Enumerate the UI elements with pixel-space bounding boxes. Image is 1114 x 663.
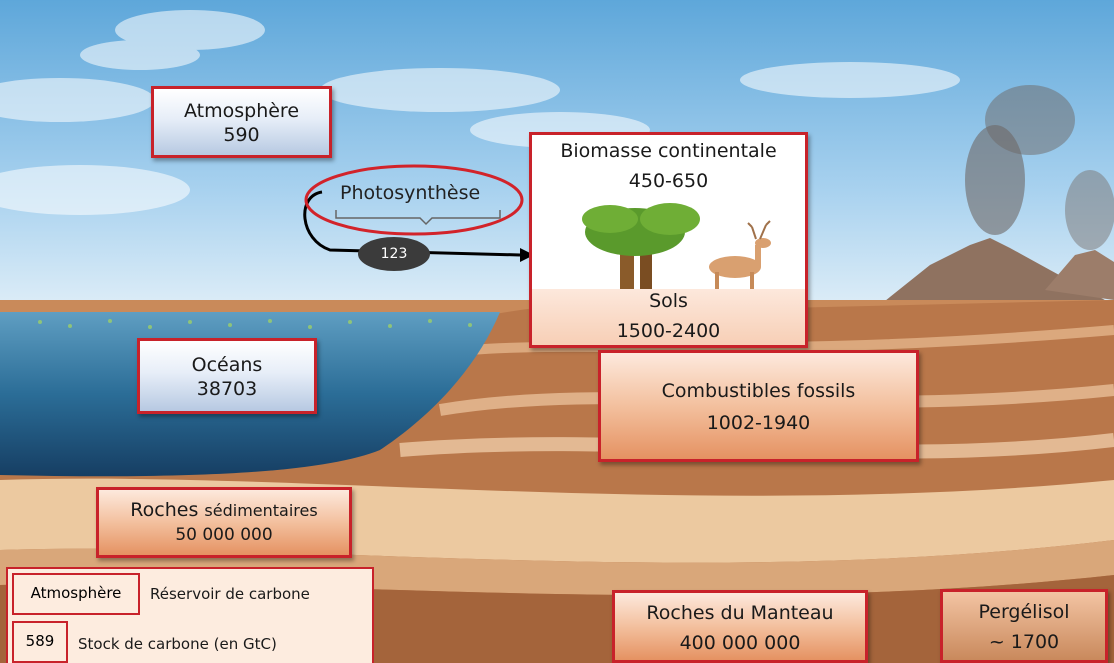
biomass-reservoir: Biomasse continentale 450-650 Sols 1500-… <box>529 132 808 348</box>
mantle-rocks-value: 400 000 000 <box>615 631 865 655</box>
sedimentary-rocks-value: 50 000 000 <box>99 523 349 547</box>
soils-value: 1500-2400 <box>532 319 805 343</box>
legend: Atmosphère Réservoir de carbone 589 Stoc… <box>6 567 374 663</box>
sedimentary-rocks-label-sub: sédimentaires <box>204 501 317 520</box>
permafrost-value: ~ 1700 <box>943 630 1105 654</box>
mantle-rocks-reservoir: Roches du Manteau 400 000 000 <box>612 590 868 663</box>
permafrost-reservoir: Pergélisol ~ 1700 <box>940 589 1108 663</box>
atmosphere-label: Atmosphère <box>154 99 329 123</box>
photosynthesis-flux-value: 123 <box>358 237 430 271</box>
sedimentary-rocks-label: Roches sédimentaires <box>99 498 349 523</box>
legend-reservoir-text: Réservoir de carbone <box>150 585 310 603</box>
oceans-value: 38703 <box>140 377 314 401</box>
legend-stock-text: Stock de carbone (en GtC) <box>78 635 277 653</box>
sedimentary-rocks-label-main: Roches <box>130 499 198 521</box>
atmosphere-value: 590 <box>154 123 329 147</box>
soils-label: Sols <box>532 289 805 313</box>
oceans-label: Océans <box>140 353 314 377</box>
fossil-fuels-reservoir: Combustibles fossils 1002-1940 <box>598 350 919 462</box>
biomass-label: Biomasse continentale <box>532 139 805 163</box>
permafrost-label: Pergélisol <box>943 600 1105 624</box>
mantle-rocks-label: Roches du Manteau <box>615 601 865 625</box>
fossil-fuels-value: 1002-1940 <box>601 411 916 435</box>
oceans-reservoir: Océans 38703 <box>137 338 317 414</box>
legend-stock-example: 589 <box>12 621 68 663</box>
legend-reservoir-example: Atmosphère <box>12 573 140 615</box>
soils-section: Sols 1500-2400 <box>532 289 805 345</box>
tree-and-deer-illustration <box>580 197 780 297</box>
photosynthesis-flux-label: Photosynthèse <box>340 182 480 204</box>
sedimentary-rocks-reservoir: Roches sédimentaires 50 000 000 <box>96 487 352 558</box>
atmosphere-reservoir: Atmosphère 590 <box>151 86 332 158</box>
biomass-value: 450-650 <box>532 169 805 193</box>
fossil-fuels-label: Combustibles fossils <box>601 379 916 403</box>
